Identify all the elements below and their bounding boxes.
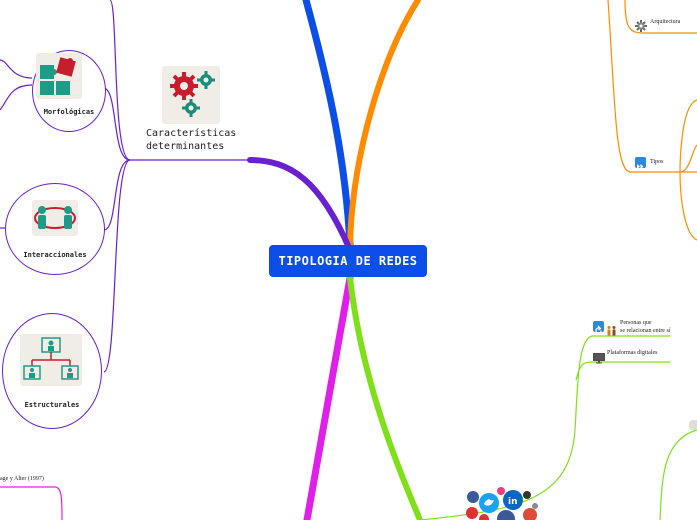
- monitor-icon: [593, 349, 605, 364]
- subtopic-estructurales[interactable]: Estructurales: [2, 313, 102, 429]
- refresh-icon: [593, 321, 604, 334]
- branch-blue: [302, 0, 354, 249]
- gear-icon: [635, 17, 647, 32]
- topic-tipos-label: Tipos: [650, 159, 664, 165]
- subtopic-morfologicas[interactable]: Morfológicas: [32, 50, 106, 132]
- branch-green: [347, 275, 423, 520]
- subtopic-interaccionales[interactable]: Interaccionales: [5, 183, 105, 275]
- branch-magenta: [303, 274, 354, 520]
- branch-orange: [347, 0, 421, 248]
- topic-personas-label: Personas que se relacionan entre sí: [620, 320, 671, 334]
- subtopic-estructurales-label: Estructurales: [24, 401, 80, 409]
- topic-plataformas-label: Plataformas digitales: [607, 350, 658, 356]
- gears-icon: [162, 66, 220, 124]
- org-chart-icon: [20, 334, 82, 386]
- central-topic-label: TIPOLOGIA DE REDES: [278, 254, 418, 268]
- branch-purple: [247, 157, 353, 253]
- topic-caracteristicas-label: Características determinantes: [146, 128, 237, 152]
- social-media-cluster-icon[interactable]: in: [462, 486, 542, 520]
- topic-arquitectura-label: Arquitectura: [650, 19, 681, 25]
- svg-text:in: in: [508, 497, 518, 507]
- subtopic-morfologicas-label: Morfológicas: [43, 108, 95, 116]
- citation-label[interactable]: age y Alter (1997): [0, 476, 44, 482]
- subtopic-interaccionales-label: Interaccionales: [23, 251, 87, 259]
- cloud-icon: [689, 420, 697, 430]
- puzzle-icon: [36, 53, 82, 99]
- fast-forward-icon: [635, 157, 646, 169]
- people-icon: [606, 321, 617, 336]
- central-topic[interactable]: TIPOLOGIA DE REDES: [269, 245, 427, 277]
- people-exchange-icon: [32, 200, 78, 236]
